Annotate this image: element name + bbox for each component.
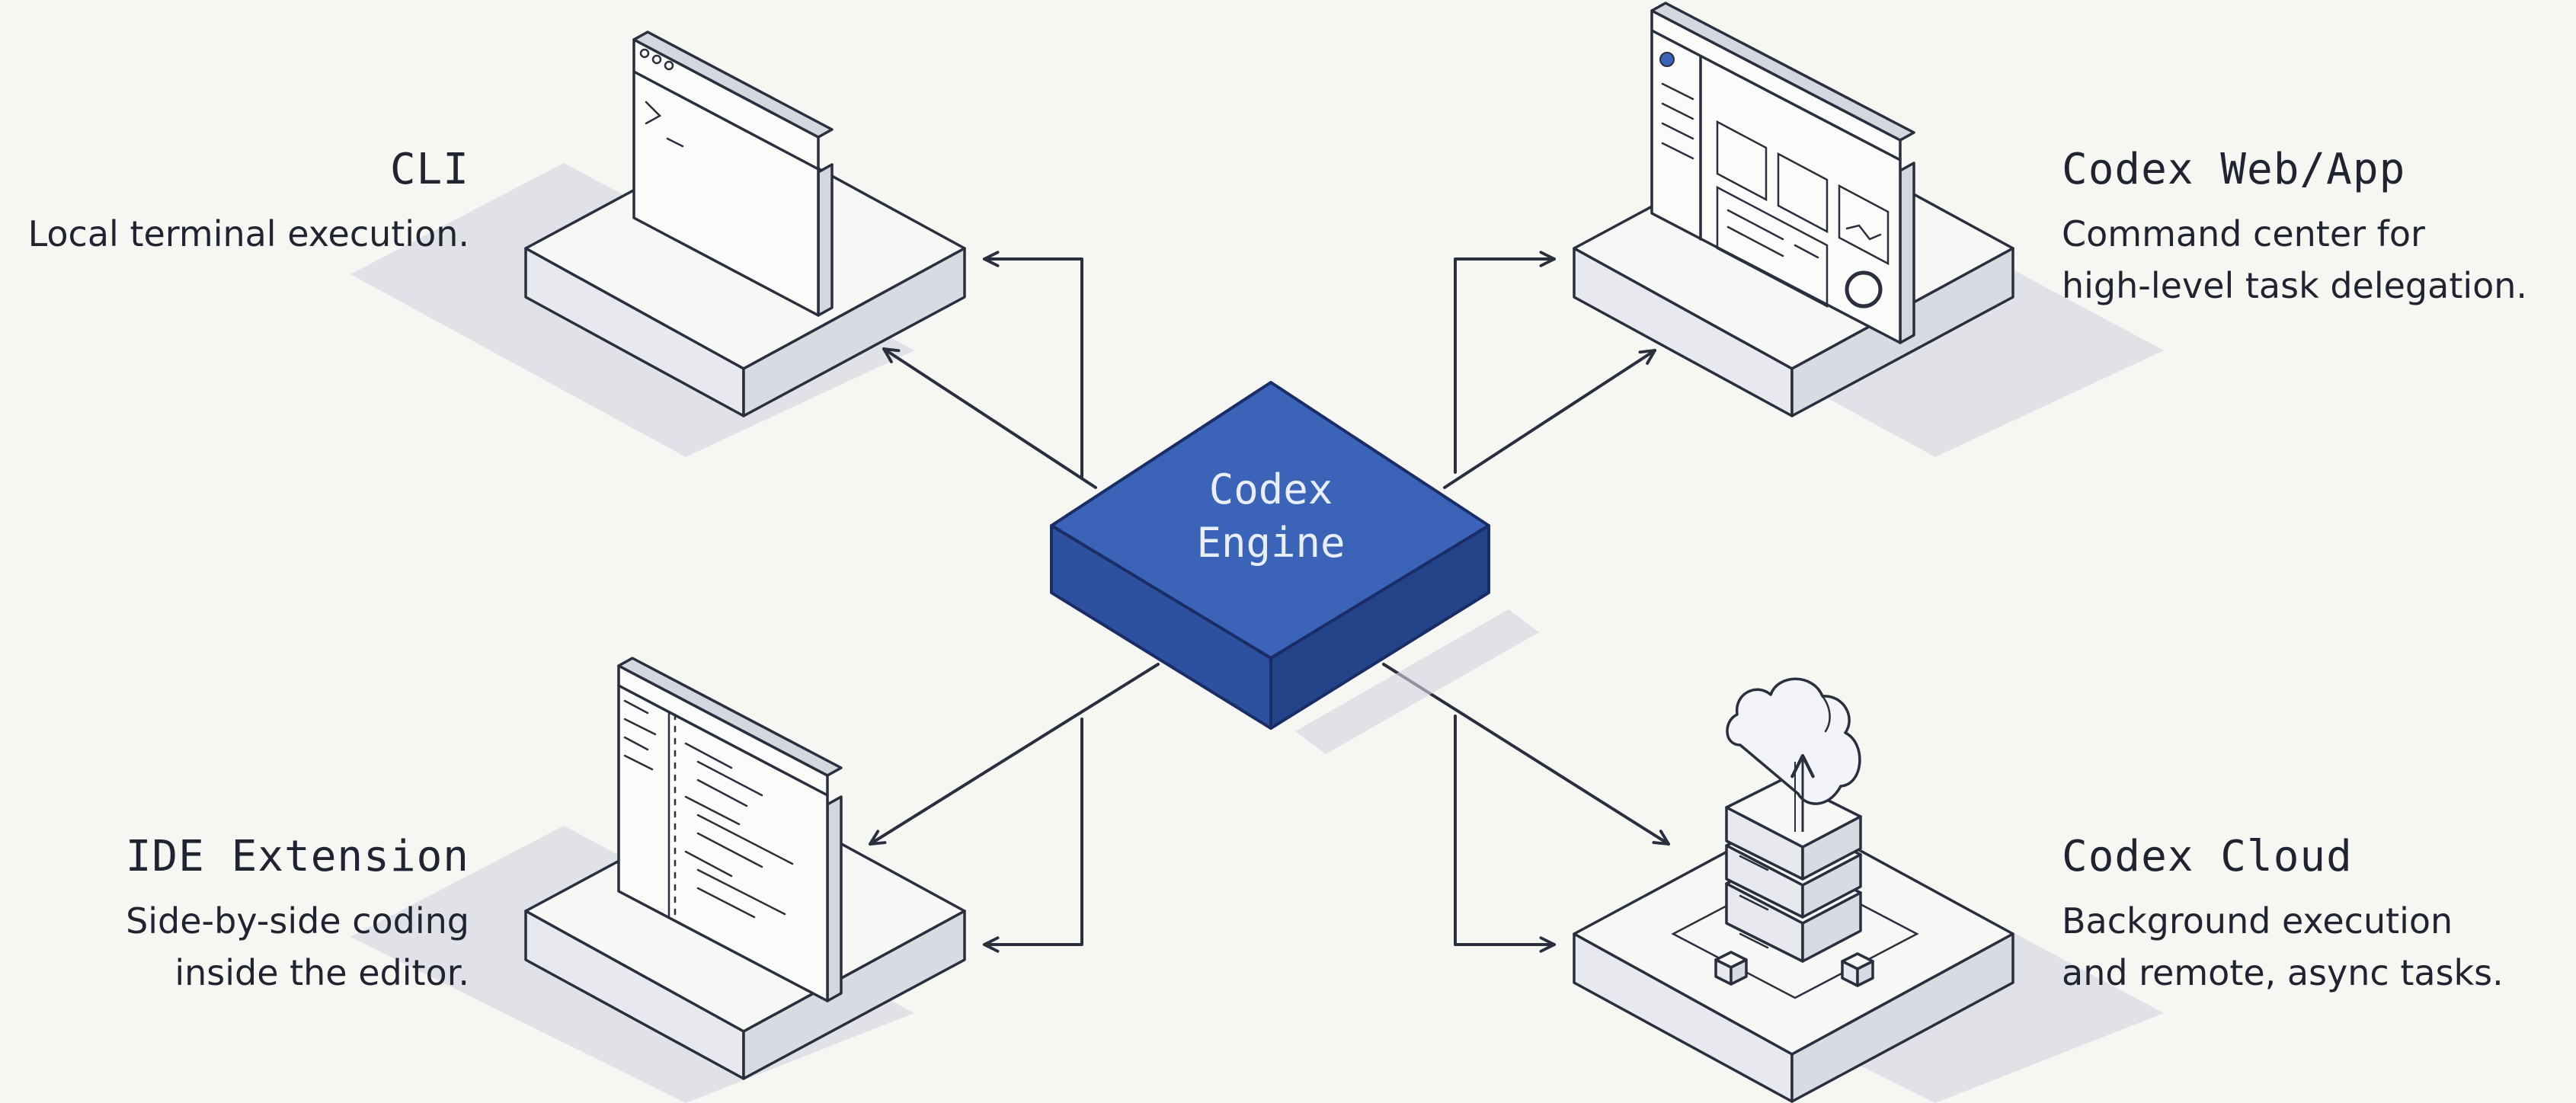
engine-label: Codex Engine bbox=[1118, 463, 1423, 570]
cloud-upload-server-icon bbox=[1714, 677, 1874, 987]
dashboard-icon bbox=[1650, 2, 1915, 344]
web-app-desc-line1: Command center for bbox=[2062, 213, 2425, 254]
arrow-to-ide-diagonal bbox=[869, 663, 1160, 846]
cloud-title: Codex Cloud bbox=[2062, 832, 2353, 881]
web-app-node bbox=[1573, 2, 2164, 457]
cloud-label: Codex Cloud Background execution and rem… bbox=[2062, 832, 2504, 999]
web-app-label: Codex Web/App Command center for high-le… bbox=[2062, 145, 2527, 312]
terminal-icon bbox=[632, 30, 834, 317]
ide-node bbox=[350, 657, 966, 1103]
cloud-node bbox=[1573, 677, 2164, 1103]
arrow-to-cloud-diagonal bbox=[1382, 663, 1670, 846]
ide-title: IDE Extension bbox=[125, 832, 469, 881]
engine-right-face bbox=[1269, 524, 1490, 730]
ide-label: IDE Extension Side-by-side coding inside… bbox=[126, 832, 469, 999]
ide-desc-line1: Side-by-side coding bbox=[126, 900, 469, 942]
engine-label-line1: Codex bbox=[1208, 465, 1333, 513]
codex-engine-block bbox=[1050, 381, 1539, 754]
cli-title: CLI bbox=[389, 145, 469, 194]
web-app-desc-line2: high-level task delegation. bbox=[2062, 265, 2528, 306]
connection-arrows bbox=[869, 251, 1670, 953]
arrow-to-web-app bbox=[1454, 251, 1556, 474]
arrow-to-cli bbox=[983, 251, 1083, 478]
cli-desc-line1: Local terminal execution. bbox=[27, 213, 469, 254]
arrow-to-cli-diagonal bbox=[882, 347, 1097, 489]
cloud-desc-line2: and remote, async tasks. bbox=[2062, 952, 2504, 993]
arrow-to-web-app-diagonal bbox=[1443, 349, 1656, 489]
engine-label-line2: Engine bbox=[1196, 519, 1346, 567]
cli-label: CLI Local terminal execution. bbox=[28, 145, 469, 260]
arrow-to-cloud bbox=[1454, 715, 1556, 953]
code-editor-icon bbox=[617, 657, 843, 1002]
cloud-desc-line1: Background execution bbox=[2062, 900, 2453, 942]
cli-node bbox=[350, 30, 966, 457]
web-app-title: Codex Web/App bbox=[2062, 145, 2406, 194]
arrow-to-ide bbox=[983, 718, 1083, 953]
ide-desc-line2: inside the editor. bbox=[174, 952, 469, 993]
